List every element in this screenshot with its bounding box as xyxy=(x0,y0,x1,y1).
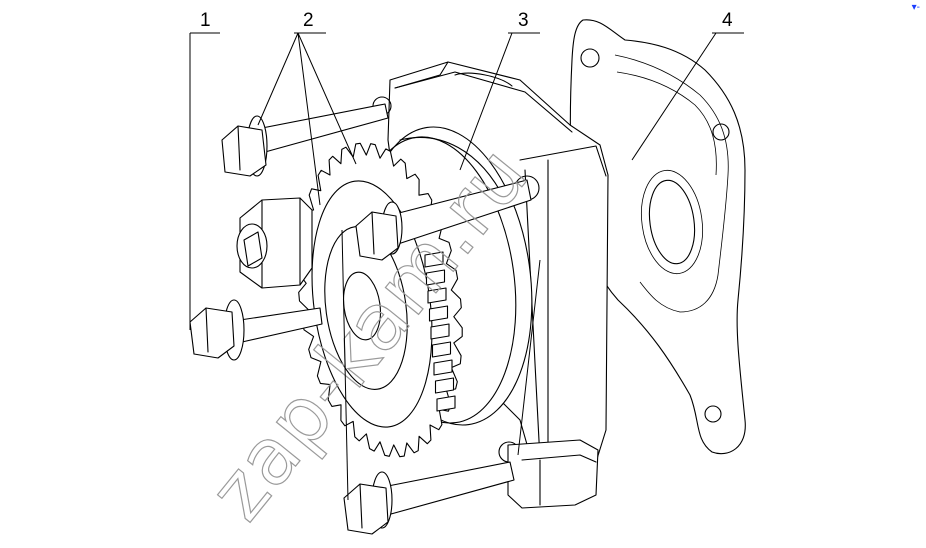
corner-mark: ▾- xyxy=(911,2,920,13)
spline-tooth xyxy=(427,287,447,304)
spline-tooth xyxy=(436,395,456,412)
bolt-middle xyxy=(355,179,532,261)
inner-spline-gear xyxy=(424,251,456,412)
spline-tooth xyxy=(425,269,446,286)
bolt-bottom xyxy=(343,461,515,535)
spline-tooth xyxy=(431,341,452,358)
callout-1: 1 xyxy=(200,10,211,31)
spline-tooth xyxy=(433,359,453,376)
callout-leaders xyxy=(189,32,744,501)
shaft-nut xyxy=(236,197,313,289)
callout-3: 3 xyxy=(518,10,529,31)
spline-tooth xyxy=(430,323,450,340)
bolt-top-left xyxy=(221,103,389,177)
spline-tooth xyxy=(434,377,455,394)
spline-tooth xyxy=(424,251,444,268)
spline-tooth xyxy=(428,305,449,322)
bolt-bottom-left-part-1 xyxy=(189,299,323,361)
callout-2: 2 xyxy=(303,10,314,31)
callout-4: 4 xyxy=(722,10,733,31)
